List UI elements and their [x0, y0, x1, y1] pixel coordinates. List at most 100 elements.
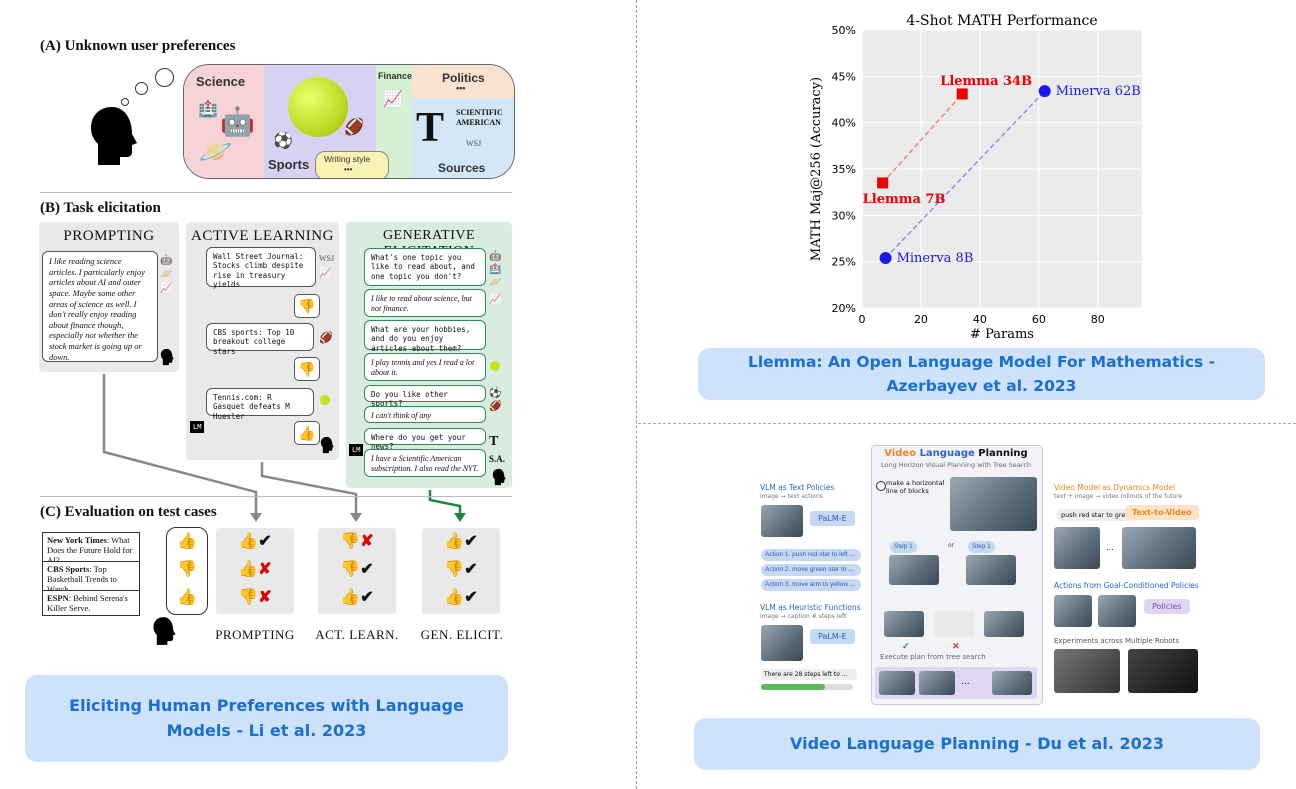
- data-point: [877, 177, 889, 189]
- user-head-icon: [152, 616, 176, 651]
- active-learning-results: 👎✘ 👎✔ 👍✔: [318, 528, 396, 614]
- ge-answer-3: I can't think of any: [364, 406, 486, 423]
- goal-image: [1054, 595, 1092, 627]
- nyt-logo: T: [489, 434, 499, 449]
- flow-arrows: [102, 374, 466, 522]
- y-tick-label: 40%: [832, 117, 856, 130]
- x-tick-label: 0: [859, 313, 866, 326]
- writing-style-dots: •••: [344, 165, 353, 174]
- method-label: PROMPTING: [215, 627, 295, 642]
- topic-icons: 🤖🪐📈: [160, 255, 173, 294]
- chart-caption: Llemma: An Open Language Model For Mathe…: [698, 348, 1265, 400]
- user-icon: [876, 481, 886, 491]
- al-query-3: Tennis.com: R Gasquet defeats M Huesler: [206, 388, 314, 421]
- video-model-label: Video Model as Dynamics Model: [1054, 483, 1176, 492]
- thumbs-up-icon: 👍: [177, 589, 197, 606]
- robot-photo: [1054, 649, 1120, 693]
- lm-badge: LM: [190, 421, 205, 433]
- check-icon: ✓: [902, 641, 910, 651]
- step-pill: Step 1: [890, 541, 917, 553]
- rollout-image: [934, 611, 974, 637]
- palm-e-badge: PaLM-E: [810, 511, 855, 526]
- y-tick-label: 30%: [832, 209, 856, 222]
- policies-badge: Policies: [1144, 599, 1190, 614]
- vlp-figure: Video Language Planning Long Horizon Vis…: [758, 443, 1296, 709]
- data-label: Minerva 62B: [1056, 84, 1141, 99]
- al-query-1: Wall Street Journal: Stocks climb despit…: [206, 247, 316, 289]
- ge-question-3: Do you like other sports?: [364, 385, 486, 408]
- steps-left-text: There are 28 steps left to ...: [761, 669, 857, 680]
- tennis-ball-icon: [320, 395, 330, 405]
- data-point: [956, 88, 968, 100]
- series-line: [885, 90, 1046, 259]
- writing-style-label: Writing style: [324, 154, 371, 164]
- method-label: GEN. ELICIT.: [420, 627, 504, 642]
- palm-e-badge: PaLM-E: [810, 629, 855, 644]
- user-head-icon: [320, 436, 334, 459]
- chart-icon: 📈: [319, 268, 332, 279]
- football-icon: 🏈: [319, 332, 333, 344]
- section-b-title: (B) Task elicitation: [40, 200, 161, 216]
- x-tick-label: 60: [1032, 313, 1046, 326]
- y-tick-label: 50%: [832, 24, 856, 37]
- experiments-label: Experiments across Multiple Robots: [1054, 637, 1179, 645]
- data-label: Llemma 34B: [940, 74, 1032, 89]
- action-pill: Action 3. move arm to yellow ...: [761, 579, 861, 591]
- input-image: [761, 625, 803, 661]
- ge-question-2: What are your hobbies, and do you enjoy …: [364, 320, 486, 353]
- y-axis-label: MATH Maj@256 (Accuracy): [809, 77, 824, 261]
- user-head-icon: [492, 468, 506, 491]
- data-label: Llemma 7B: [863, 192, 946, 207]
- rollout-image: [889, 555, 939, 585]
- data-point: [1038, 85, 1051, 98]
- y-tick-label: 35%: [832, 163, 856, 176]
- method-label: ACT. LEARN.: [315, 627, 399, 642]
- football-icon: 🏈: [344, 119, 364, 136]
- ge-answer-1: I like to read about science, but not fi…: [364, 289, 486, 317]
- thought-bubble-icon: [155, 68, 174, 87]
- tennis-ball-icon: [288, 77, 348, 137]
- chart-title: 4-Shot MATH Performance: [906, 13, 1097, 29]
- y-tick-label: 25%: [832, 256, 856, 269]
- soccer-ball-icon: ⚽: [273, 133, 293, 150]
- vlp-subtitle: Long Horizon Visual Planning with Tree S…: [880, 461, 1032, 469]
- prompting-text-bubble: I like reading science articles. I parti…: [42, 251, 158, 362]
- x-tick-label: 40: [973, 313, 987, 326]
- thumbs-down-icon: 👎: [294, 294, 320, 318]
- y-tick-label: 20%: [832, 302, 856, 315]
- execute-frame: [992, 671, 1032, 695]
- action-pill: Action 2. move green star to ...: [761, 564, 861, 576]
- prompting-panel: PROMPTING I like reading science article…: [39, 222, 179, 372]
- politics-segment: [412, 65, 514, 98]
- data-point: [879, 251, 892, 264]
- vlm-text-policies-sub: image → text actions: [760, 493, 823, 500]
- preferences-box: Science Sports Finance Politics ••• Writ…: [183, 64, 515, 179]
- input-image: [761, 505, 803, 537]
- vlm-text-policies-label: VLM as Text Policies: [760, 483, 835, 492]
- x-tick-label: 20: [914, 313, 928, 326]
- sports-label: Sports: [268, 157, 310, 172]
- finance-label: Finance: [378, 71, 413, 81]
- vlm-heuristic-sub: image → caption # steps left: [760, 613, 847, 620]
- wsj-logo: WSJ: [466, 139, 482, 148]
- ge-question-1: What's one topic you like to read about,…: [364, 248, 486, 286]
- video-frame: [1054, 527, 1100, 569]
- ge-answer-2: I play tennis and yes I read a lot about…: [364, 353, 486, 381]
- series-line: [882, 93, 963, 184]
- lm-badge: LM: [349, 444, 364, 456]
- thumbs-down-icon: 👎: [177, 561, 197, 578]
- video-model-sub: text + image → video rollouts of the fut…: [1054, 493, 1183, 500]
- thought-bubble-icon: [135, 82, 148, 95]
- active-learning-title: ACTIVE LEARNING: [191, 228, 334, 244]
- vertical-divider: [636, 0, 637, 789]
- section-a-title: (A) Unknown user preferences: [40, 38, 236, 54]
- ellipsis: ...: [1106, 543, 1114, 552]
- generative-elicitation-panel: GENERATIVE ELICITATION What's one topic …: [346, 222, 512, 488]
- user-head-icon: [88, 105, 138, 172]
- user-head-icon: [160, 348, 174, 371]
- y-tick-label: 45%: [832, 70, 856, 83]
- actions-goal-label: Actions from Goal-Conditioned Policies: [1054, 581, 1199, 590]
- vlp-caption: Video Language Planning - Du et al. 2023: [694, 718, 1260, 770]
- robot-icon: 🤖: [220, 106, 255, 137]
